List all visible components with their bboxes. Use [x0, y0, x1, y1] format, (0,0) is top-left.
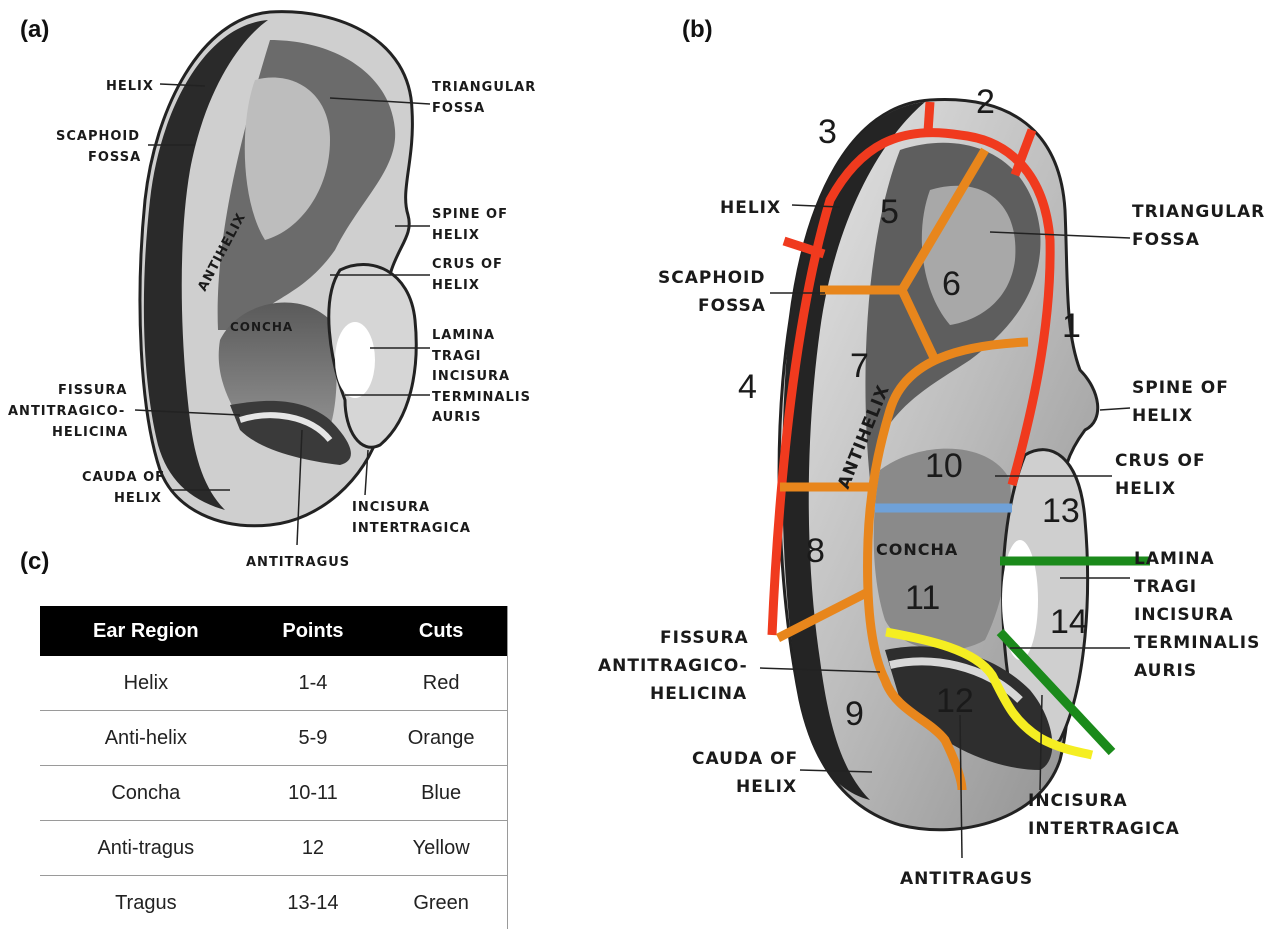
point-2: 2 [976, 83, 995, 121]
label-b-intertragica: INTERTRAGICA [1028, 819, 1180, 839]
header-ear-region: Ear Region [40, 606, 252, 656]
point-8: 8 [806, 532, 825, 570]
cell-cuts: Blue [374, 766, 508, 821]
label-a-auris: AURIS [432, 410, 481, 425]
label-b-fossa-sca: FOSSA [698, 296, 766, 316]
label-a-tragi: TRAGI [432, 349, 481, 364]
label-a-scaphoid: SCAPHOID [56, 129, 140, 144]
label-a-fossa-tri: FOSSA [432, 101, 485, 116]
region-table: Ear Region Points Cuts Helix 1-4 Red Ant… [40, 606, 508, 929]
label-a-helicina: HELICINA [52, 425, 128, 440]
point-13: 13 [1042, 492, 1080, 530]
label-a-antitragico: ANTITRAGICO- [8, 404, 125, 419]
label-b-terminalis: TERMINALIS [1134, 633, 1260, 653]
label-a-crus-of: CRUS OF [432, 257, 503, 272]
label-b-helicina: HELICINA [650, 684, 747, 704]
table-row: Anti-helix 5-9 Orange [40, 711, 508, 766]
table-row: Tragus 13-14 Green [40, 876, 508, 929]
label-b-triangular: TRIANGULAR [1132, 202, 1265, 222]
cell-region: Anti-helix [40, 711, 252, 766]
label-b-helix: HELIX [720, 198, 781, 218]
point-9: 9 [845, 695, 864, 733]
point-6: 6 [942, 265, 961, 303]
cell-points: 12 [252, 821, 375, 876]
cell-region: Helix [40, 656, 252, 711]
label-b-spine-of: SPINE OF [1132, 378, 1229, 398]
label-a-triangular: TRIANGULAR [432, 80, 536, 95]
label-a-fissura: FISSURA [58, 383, 128, 398]
cell-cuts: Green [374, 876, 508, 929]
cell-cuts: Red [374, 656, 508, 711]
table-row: Anti-tragus 12 Yellow [40, 821, 508, 876]
label-a-terminalis: TERMINALIS [432, 390, 531, 405]
label-a-incisura2: INCISURA [352, 500, 430, 515]
point-10: 10 [925, 447, 963, 485]
label-b-helix-cauda: HELIX [736, 777, 797, 797]
label-a-helix-cauda: HELIX [114, 491, 162, 506]
label-b-incisura: INCISURA [1134, 605, 1234, 625]
point-1: 1 [1062, 307, 1081, 345]
label-b-fossa-tri: FOSSA [1132, 230, 1200, 250]
label-a-lamina: LAMINA [432, 328, 495, 343]
header-cuts: Cuts [374, 606, 508, 656]
point-5: 5 [880, 193, 899, 231]
cell-region: Tragus [40, 876, 252, 929]
label-b-antitragico: ANTITRAGICO- [598, 656, 748, 676]
label-b-cauda-of: CAUDA OF [692, 749, 798, 769]
label-b-crus-of: CRUS OF [1115, 451, 1206, 471]
label-b-helix-crus: HELIX [1115, 479, 1176, 499]
cell-cuts: Yellow [374, 821, 508, 876]
label-a-helix: HELIX [106, 79, 154, 94]
table-row: Helix 1-4 Red [40, 656, 508, 711]
label-b-antitragus: ANTITRAGUS [900, 869, 1033, 889]
label-b-concha: CONCHA [876, 540, 958, 559]
cell-region: Anti-tragus [40, 821, 252, 876]
label-a-helix-spine: HELIX [432, 228, 480, 243]
label-a-spine-of: SPINE OF [432, 207, 508, 222]
label-a-cauda-of: CAUDA OF [82, 470, 165, 485]
label-a-fossa-sca: FOSSA [88, 150, 141, 165]
cell-points: 5-9 [252, 711, 375, 766]
cell-points: 1-4 [252, 656, 375, 711]
label-b-tragi: TRAGI [1134, 577, 1197, 597]
region-table-wrapper: Ear Region Points Cuts Helix 1-4 Red Ant… [40, 606, 508, 929]
point-3: 3 [818, 113, 837, 151]
label-a-incisura: INCISURA [432, 369, 510, 384]
label-a-antitragus: ANTITRAGUS [246, 555, 350, 570]
label-b-fissura: FISSURA [660, 628, 749, 648]
label-b-lamina: LAMINA [1134, 549, 1215, 569]
cell-region: Concha [40, 766, 252, 821]
label-a-intertragica: INTERTRAGICA [352, 521, 471, 536]
table-row: Concha 10-11 Blue [40, 766, 508, 821]
header-points: Points [252, 606, 375, 656]
ear-illustration-a [140, 12, 416, 526]
point-7: 7 [850, 347, 869, 385]
point-12: 12 [936, 682, 974, 720]
label-b-auris: AURIS [1134, 661, 1197, 681]
label-a-helix-crus: HELIX [432, 278, 480, 293]
label-b-helix-spine: HELIX [1132, 406, 1193, 426]
point-14: 14 [1050, 603, 1088, 641]
cell-points: 10-11 [252, 766, 375, 821]
cell-cuts: Orange [374, 711, 508, 766]
label-b-scaphoid: SCAPHOID [658, 268, 765, 288]
label-b-incisura2: INCISURA [1028, 791, 1128, 811]
label-a-concha: CONCHA [230, 320, 293, 334]
table-header-row: Ear Region Points Cuts [40, 606, 508, 656]
point-11: 11 [905, 579, 940, 617]
point-4: 4 [738, 368, 757, 406]
cell-points: 13-14 [252, 876, 375, 929]
